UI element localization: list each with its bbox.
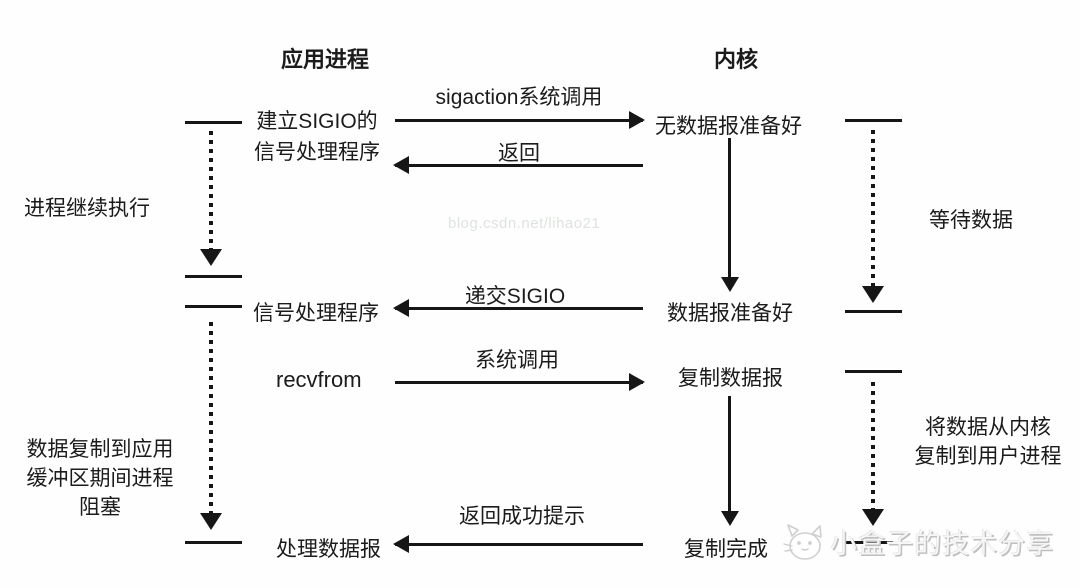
csdn-watermark: blog.csdn.net/lihao21 <box>448 215 601 232</box>
note-copy-blocking-line1: 数据复制到应用 <box>26 438 174 461</box>
kernel-arrow-copy-head <box>721 511 739 526</box>
dotted-arrow-kernel-wait-head <box>862 286 884 303</box>
tick-app-4 <box>185 541 242 544</box>
dotted-arrow-kernel-wait-line <box>871 130 875 287</box>
kernel-arrow-copy-line <box>728 396 731 512</box>
dotted-arrow-kernel-copy-head <box>862 509 884 526</box>
kernel-arrow-wait-line <box>728 138 731 278</box>
brand-cat-logo-icon <box>782 520 830 569</box>
note-kernel-to-user-line2: 复制到用户进程 <box>914 445 1062 468</box>
app-column-header: 应用进程 <box>280 47 369 72</box>
node-process-datagram: 处理数据报 <box>276 538 381 561</box>
node-setup-sigio-handler: 建立SIGIO的 信号处理程序 <box>228 106 406 168</box>
tick-app-3 <box>185 305 242 308</box>
tick-kernel-3 <box>845 370 902 373</box>
tick-kernel-2 <box>845 310 902 313</box>
note-copy-blocking-line2: 缓冲区期间进程 <box>26 467 174 490</box>
node-signal-handler: 信号处理程序 <box>253 302 379 325</box>
node-datagram-ready: 数据报准备好 <box>667 302 793 325</box>
kernel-arrow-wait-head <box>721 277 739 292</box>
note-copy-blocking-line3: 阻塞 <box>79 496 121 519</box>
dotted-arrow-app-wait-head <box>200 249 222 266</box>
arrow-label-syscall: 系统调用 <box>475 349 559 372</box>
arrow-label-return-success: 返回成功提示 <box>459 505 585 528</box>
arrow-deliver-sigio-left <box>393 299 643 317</box>
node-recvfrom: recvfrom <box>276 367 362 392</box>
node-copy-complete: 复制完成 <box>684 538 768 561</box>
node-copy-datagram: 复制数据报 <box>678 367 783 390</box>
dotted-arrow-app-wait-line <box>209 131 213 249</box>
node-no-datagram-ready: 无数据报准备好 <box>655 115 802 138</box>
dotted-arrow-kernel-copy-line <box>871 382 875 510</box>
tick-app-1 <box>185 121 242 124</box>
brand-watermark: 小盒子的技术分享 <box>830 529 1054 559</box>
node-setup-sigio-line1: 建立SIGIO的 <box>256 110 378 133</box>
tick-kernel-4 <box>846 541 893 544</box>
note-process-continues: 进程继续执行 <box>24 197 150 220</box>
tick-kernel-1 <box>845 119 902 122</box>
dotted-arrow-app-block-head <box>200 513 222 530</box>
tick-app-2 <box>185 275 242 278</box>
arrow-label-return: 返回 <box>498 142 540 165</box>
arrow-return-left <box>393 156 643 174</box>
node-setup-sigio-line2: 信号处理程序 <box>254 141 380 164</box>
arrow-return-success-left <box>393 535 643 553</box>
arrow-label-deliver-sigio: 递交SIGIO <box>464 285 566 308</box>
note-kernel-to-user-line1: 将数据从内核 <box>925 416 1051 439</box>
arrow-sigaction-right <box>395 111 645 129</box>
note-kernel-to-user: 将数据从内核 复制到用户进程 <box>898 413 1078 471</box>
arrow-syscall-right <box>395 373 645 391</box>
kernel-column-header: 内核 <box>713 47 758 72</box>
dotted-arrow-app-block-line <box>209 322 213 514</box>
arrow-label-sigaction-syscall: sigaction系统调用 <box>435 86 603 109</box>
note-waiting-data: 等待数据 <box>929 209 1013 232</box>
note-copy-blocking: 数据复制到应用 缓冲区期间进程 阻塞 <box>8 435 192 522</box>
